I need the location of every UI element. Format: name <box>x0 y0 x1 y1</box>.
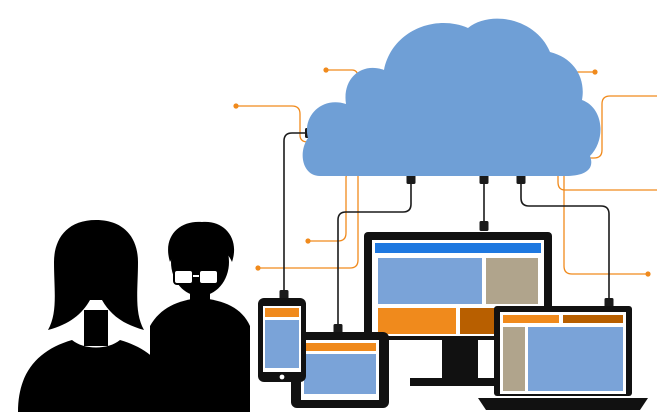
laptop-sidebar <box>503 327 525 391</box>
laptop-icon <box>478 306 648 410</box>
trace-right-upper <box>588 95 657 159</box>
laptop-header-right <box>563 315 623 323</box>
cable-tablet <box>337 182 412 328</box>
smartphone-icon <box>258 298 306 382</box>
laptop-base <box>478 398 648 410</box>
trace-dot-6 <box>645 271 651 277</box>
plug-connector-icon <box>516 174 526 184</box>
trace-dot-4 <box>255 265 261 271</box>
plug-connector-icon <box>479 221 489 231</box>
woman-hair <box>48 220 144 330</box>
monitor-panel-bottom-left <box>378 308 456 334</box>
phone-home-button <box>279 374 285 380</box>
people-silhouettes <box>18 220 250 412</box>
trace-left-low <box>258 175 359 269</box>
man-body <box>150 298 250 412</box>
connector-cables <box>283 132 610 328</box>
tablet-header <box>304 343 376 351</box>
plug-connector-icon <box>604 298 614 308</box>
plug-connector-icon <box>479 174 489 184</box>
trace-dot-3 <box>305 238 311 244</box>
laptop-content <box>528 327 623 391</box>
trace-dot-1 <box>323 67 329 73</box>
woman-neck <box>84 310 108 346</box>
trace-left-mid <box>308 171 353 242</box>
phone-content <box>265 320 299 368</box>
cloud-shape <box>302 18 601 177</box>
man-hair <box>168 221 235 262</box>
trace-left-upper <box>236 105 318 143</box>
plug-connector-icon <box>279 290 289 300</box>
phone-header <box>265 308 299 317</box>
glasses-icon <box>173 269 219 285</box>
trace-dot-2 <box>233 103 239 109</box>
trace-right-low <box>563 176 648 275</box>
monitor-panel-side <box>486 258 538 304</box>
trace-dot-5 <box>592 69 598 75</box>
laptop-header-left <box>503 315 559 323</box>
cloud-icon <box>302 18 601 177</box>
woman-silhouette <box>18 220 176 412</box>
plug-connector-icon <box>333 324 343 334</box>
tablet-icon <box>291 332 389 408</box>
plug-connector-icon <box>406 174 416 184</box>
man-silhouette <box>150 221 250 412</box>
glasses-left-lens <box>173 269 194 285</box>
trace-right-mid <box>557 172 657 191</box>
monitor-header-bar <box>375 243 541 253</box>
tablet-content <box>304 354 376 394</box>
cable-phone <box>283 132 308 294</box>
monitor-base <box>410 378 514 386</box>
woman-body <box>18 340 176 412</box>
monitor-panel-main <box>378 258 482 304</box>
cable-laptop <box>520 182 610 302</box>
monitor-neck <box>442 340 478 380</box>
glasses-right-lens <box>198 269 219 285</box>
